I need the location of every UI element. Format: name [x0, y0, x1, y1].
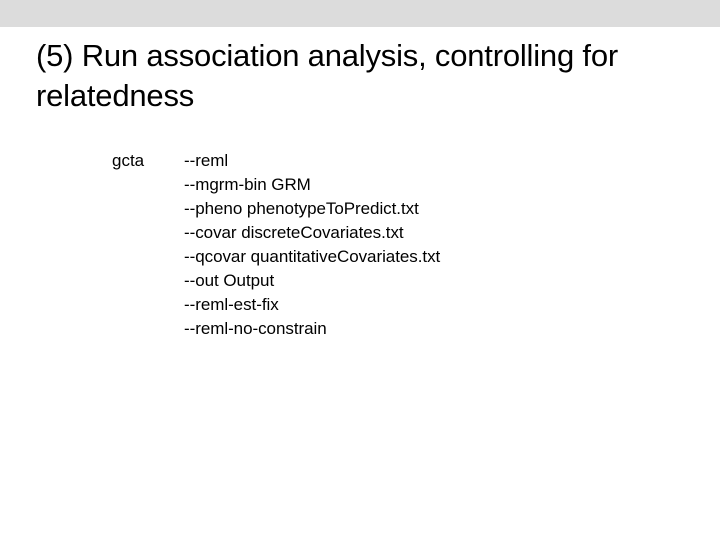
command-option: --qcovar quantitativeCovariates.txt: [184, 247, 441, 266]
command-row: gcta --reml --mgrm-bin GRM --pheno pheno…: [112, 149, 672, 341]
slide-title: (5) Run association analysis, controllin…: [36, 38, 627, 113]
command-block: gcta --reml --mgrm-bin GRM --pheno pheno…: [112, 149, 672, 341]
command-option: --out Output: [184, 271, 275, 290]
command-option: --mgrm-bin GRM: [184, 175, 311, 194]
slide-top-band: [0, 0, 720, 27]
command-option: --reml-est-fix: [184, 295, 279, 314]
command-option: --reml: [184, 151, 229, 170]
command-program-name: gcta: [112, 151, 145, 170]
command-option: --reml-no-constrain: [184, 319, 327, 338]
command-option: --covar discreteCovariates.txt: [184, 223, 404, 242]
command-option-list: --reml --mgrm-bin GRM --pheno phenotypeT…: [184, 149, 672, 341]
command-option: --pheno phenotypeToPredict.txt: [184, 199, 419, 218]
